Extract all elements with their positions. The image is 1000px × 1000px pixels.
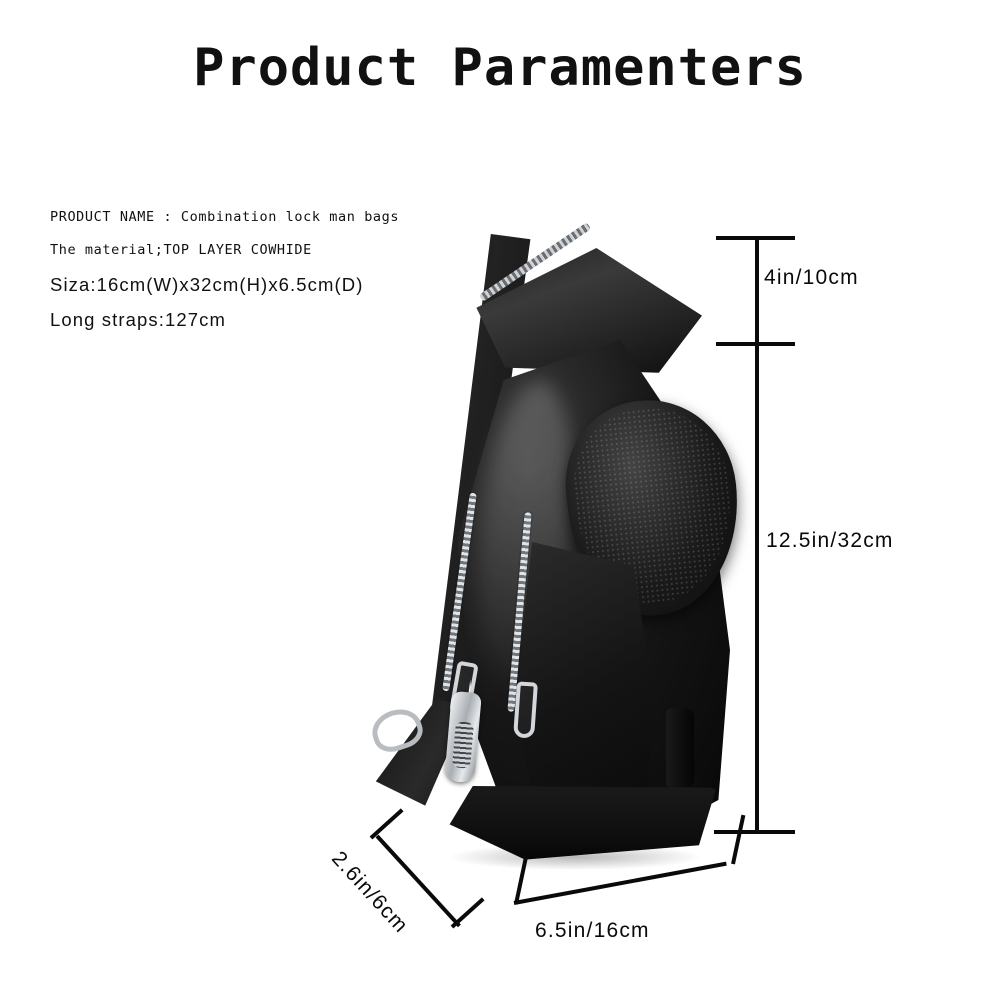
drop-shadow: [450, 844, 700, 870]
dimension-label-width: 6.5in/16cm: [535, 919, 650, 942]
spec-line-product-name: PRODUCT NAME : Combination lock man bags: [50, 209, 400, 225]
height-tick-bottom: [714, 830, 795, 834]
front-zipper-pull: [513, 681, 538, 739]
page-title: Product Paramenters: [193, 38, 807, 98]
height-tick-top: [716, 236, 795, 240]
specification-list: PRODUCT NAME : Combination lock man bags…: [50, 206, 520, 342]
depth-cap-bottom: [450, 897, 485, 929]
dimension-label-top-height: 4in/10cm: [764, 266, 859, 289]
spec-line-material: The material;TOP LAYER COWHIDE: [50, 242, 312, 258]
spec-line-strap-length: Long straps:127cm: [50, 309, 227, 330]
product-image: [330, 222, 750, 870]
front-pocket: [514, 542, 655, 830]
dimension-label-total-height: 12.5in/32cm: [766, 529, 894, 552]
side-tab: [666, 708, 694, 788]
spec-line-size: Siza:16cm(W)x32cm(H)x6.5cm(D): [50, 274, 364, 295]
height-dimension-line: [755, 238, 759, 834]
height-tick-middle: [716, 342, 795, 346]
